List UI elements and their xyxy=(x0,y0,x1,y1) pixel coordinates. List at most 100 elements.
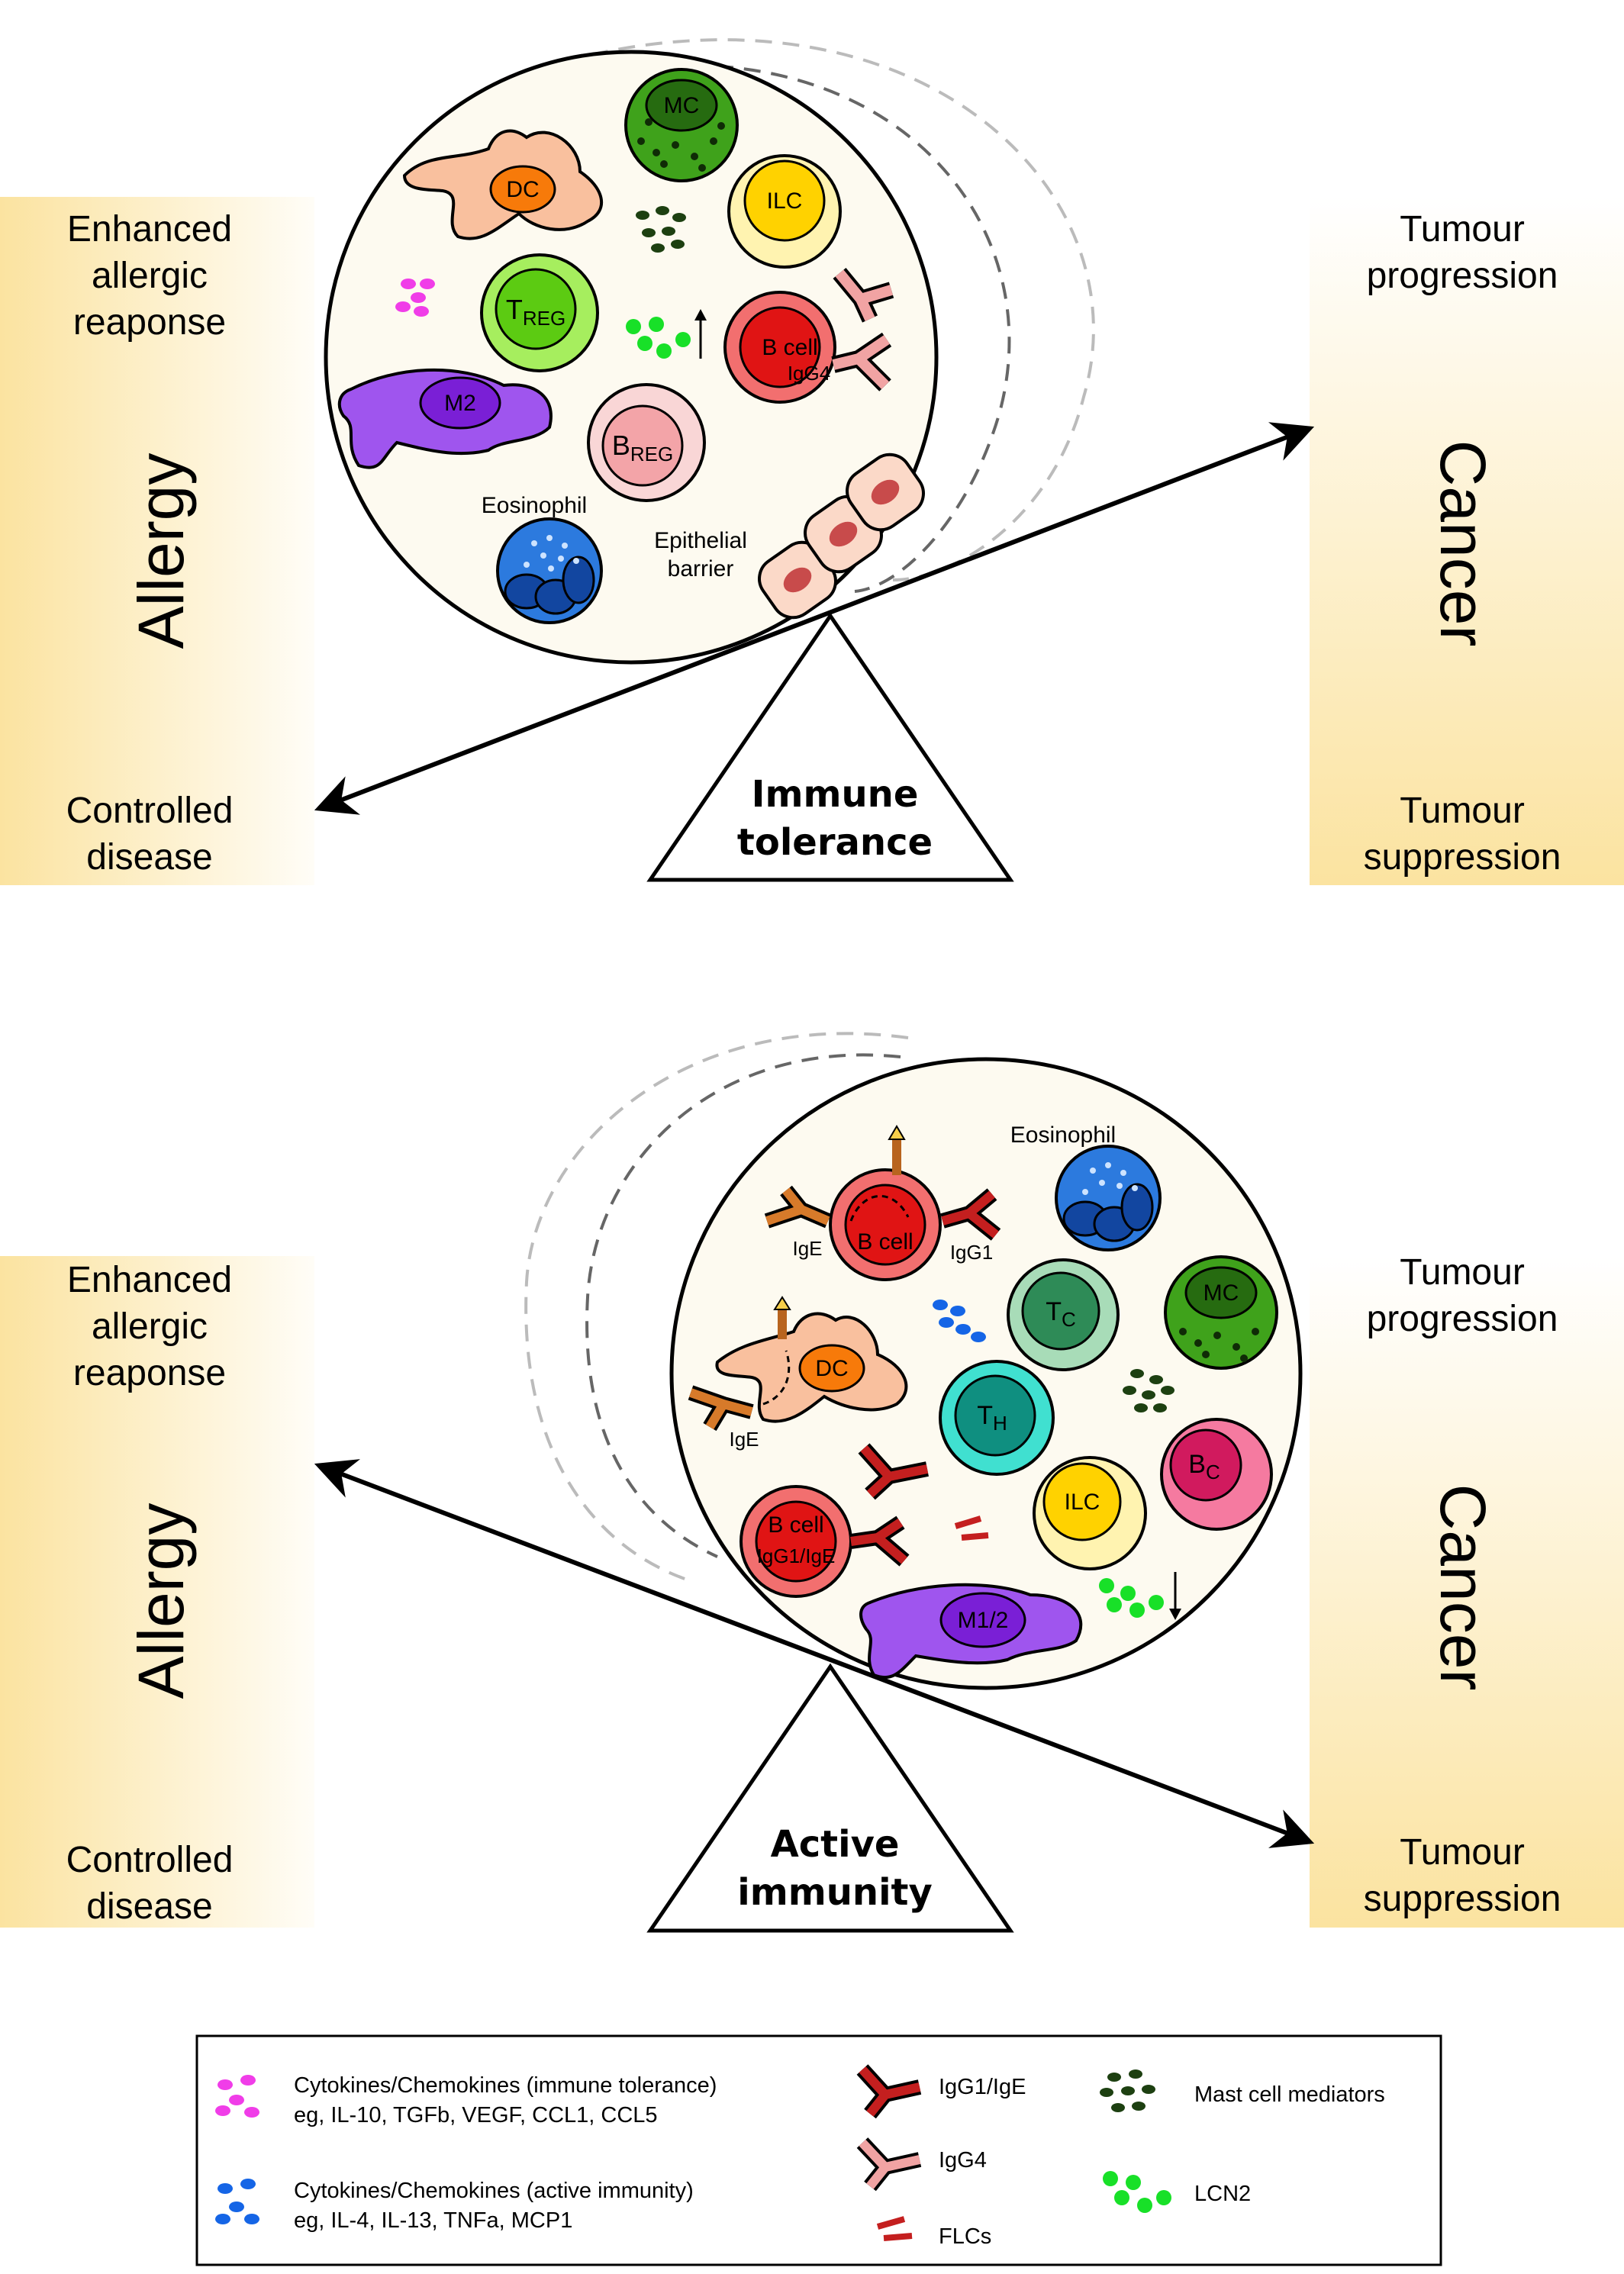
dc-process-arrow xyxy=(762,1350,791,1406)
allergy-title-bottom: Allergy xyxy=(125,1503,197,1699)
flcs-bottom xyxy=(954,1515,989,1541)
motion-arc-outer xyxy=(564,38,1095,581)
allergy-top-label-3: reaponse xyxy=(73,302,226,343)
legend-cyto-act-1: Cytokines/Chemokines (active immunity) xyxy=(294,2179,694,2203)
mast-cell-bottom-granules xyxy=(1179,1328,1259,1362)
legend-igg4-label: IgG4 xyxy=(939,2148,987,2173)
th-label: TH xyxy=(977,1401,1007,1435)
tc-nucleus xyxy=(1021,1271,1100,1351)
mast-cell-nucleus xyxy=(645,79,718,132)
ige-label-2: IgE xyxy=(729,1428,759,1451)
eosinophil-label-top: Eosinophil xyxy=(482,493,587,518)
tumour-progression-1: Tumour xyxy=(1400,209,1525,250)
ige-label-1: IgE xyxy=(792,1237,822,1260)
bottom-panel: Enhanced allergic reaponse Allergy Contr… xyxy=(0,1032,1624,1933)
igg1-antibody-bound xyxy=(849,1515,910,1567)
eosinophil-label-bottom: Eosinophil xyxy=(1010,1123,1116,1148)
igg4-antibody-floating xyxy=(833,268,894,323)
controlled-label-2: disease xyxy=(86,837,212,878)
legend-igg1-label: IgG1/IgE xyxy=(939,2075,1026,2099)
eosinophil-granules xyxy=(524,535,579,572)
controlled-bot-2: disease xyxy=(86,1886,212,1927)
legend-cyto-tol-1: Cytokines/Chemokines (immune tolerance) xyxy=(294,2073,717,2098)
dc-label: DC xyxy=(506,177,539,202)
allergy-top-label-1: Enhanced xyxy=(67,209,232,250)
lcn2-dots-top xyxy=(626,317,691,359)
mast-cell-bottom-nucleus xyxy=(1184,1266,1258,1319)
motion-arc-inner xyxy=(579,63,1011,593)
allergy-panel-top xyxy=(0,197,314,885)
dc-bottom-label: DC xyxy=(815,1356,848,1381)
epithelial-label-2: barrier xyxy=(668,556,734,581)
eosinophil-bottom-nucleus xyxy=(1062,1183,1154,1242)
dc-bottom-nucleus xyxy=(798,1344,865,1393)
legend-cyto-act-2: eg, IL-4, IL-13, TNFa, MCP1 xyxy=(294,2208,572,2233)
tumour-progression-bot-2: progression xyxy=(1367,1299,1558,1339)
legend-flcs-label: FLCs xyxy=(939,2224,991,2249)
legend-tolerance-dots xyxy=(215,2075,259,2118)
treg-nucleus xyxy=(495,268,577,350)
ilc-bottom-nucleus xyxy=(1042,1462,1122,1541)
ige-antibody-2 xyxy=(688,1385,754,1432)
m12-nucleus xyxy=(939,1592,1026,1648)
active-cytokines xyxy=(933,1300,986,1342)
cancer-title-top: Cancer xyxy=(1427,440,1499,647)
m2-label: M2 xyxy=(444,391,476,416)
cancer-panel-bottom xyxy=(1310,1256,1624,1928)
tumour-suppression-2: suppression xyxy=(1364,837,1561,878)
legend-box xyxy=(195,2034,1442,2266)
fulcrum-bot-label-2: immunity xyxy=(737,1871,933,1914)
allergy-bot-label-2: allergic xyxy=(92,1306,208,1347)
mast-mediators-top xyxy=(636,206,686,253)
ilc-label: ILC xyxy=(767,188,803,214)
cancer-title-bottom: Cancer xyxy=(1427,1484,1499,1691)
igg4-bound xyxy=(831,332,892,391)
epithelial-barrier xyxy=(758,453,925,620)
ilc-bottom-label: ILC xyxy=(1065,1490,1100,1515)
fulcrum-label-2: tolerance xyxy=(737,821,933,864)
legend-lcn2-icon xyxy=(1103,2171,1171,2213)
tumour-progression-bot-1: Tumour xyxy=(1400,1252,1525,1293)
fulcrum-label-1: Immune xyxy=(752,773,919,816)
mast-mediators-bottom xyxy=(1123,1369,1174,1412)
igg1-ige-label: IgG1/IgE xyxy=(757,1544,836,1567)
dc-antigen-icon xyxy=(773,1296,791,1310)
legend: Cytokines/Chemokines (immune tolerance) … xyxy=(195,2034,1442,2266)
tumour-progression-2: progression xyxy=(1367,256,1558,296)
allergy-title-top: Allergy xyxy=(125,453,197,649)
legend-igg4-icon xyxy=(856,2137,922,2192)
legend-mast-icon xyxy=(1100,2069,1155,2112)
allergy-top-label-2: allergic xyxy=(92,256,208,296)
allergy-bot-label-3: reaponse xyxy=(73,1353,226,1393)
tolerance-cytokines xyxy=(395,279,435,317)
eosinophil-nucleus xyxy=(504,556,595,615)
dc-nucleus xyxy=(489,165,556,214)
b-cell-nucleus xyxy=(739,306,821,388)
allergy-bot-label-1: Enhanced xyxy=(67,1260,232,1300)
igg1-label: IgG1 xyxy=(950,1241,993,1264)
legend-mast-label: Mast cell mediators xyxy=(1194,2082,1385,2107)
legend-active-dots xyxy=(215,2179,259,2224)
legend-flcs-icon xyxy=(876,2216,913,2241)
fulcrum-bot-label-1: Active xyxy=(771,1823,900,1866)
b-cell-bottom-2-nucleus xyxy=(755,1500,837,1583)
mc-bottom-label: MC xyxy=(1204,1280,1239,1306)
ilc-nucleus xyxy=(743,159,826,242)
legend-igg1-icon xyxy=(856,2064,922,2119)
m12-label: M1/2 xyxy=(958,1608,1009,1633)
igg1-antibody-floating xyxy=(858,1443,929,1500)
b-cell-label: B cell xyxy=(762,335,817,360)
mc-label: MC xyxy=(664,93,700,118)
th-nucleus xyxy=(954,1374,1036,1457)
b-cell-bottom-nucleus xyxy=(844,1184,926,1266)
tumour-suppression-bot-2: suppression xyxy=(1364,1879,1561,1919)
m2-nucleus xyxy=(419,376,501,430)
eosinophil-bottom-granules xyxy=(1082,1162,1138,1195)
lever-arrow-top xyxy=(314,422,1315,815)
antigen-icon xyxy=(888,1125,906,1140)
igg1-antibody-1 xyxy=(940,1188,1001,1241)
motion-arc-inner-bottom xyxy=(585,1053,901,1558)
controlled-bot-1: Controlled xyxy=(66,1840,234,1880)
lcn2-dots-bottom xyxy=(1099,1578,1164,1618)
